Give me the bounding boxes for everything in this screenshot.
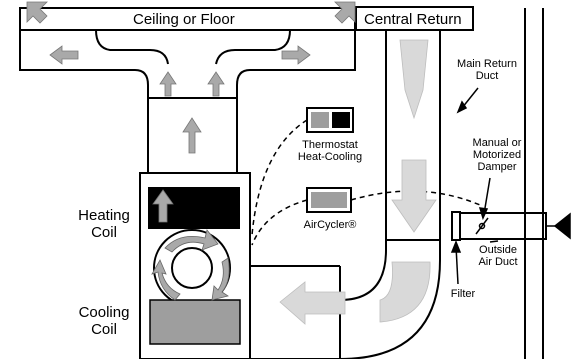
filter-label: Filter	[450, 288, 476, 300]
damper	[475, 217, 489, 235]
thermostat-wire	[251, 119, 308, 236]
swirl-arrow-1	[164, 229, 219, 253]
right-supply-duct-inner	[215, 29, 291, 65]
arrow-up-left-corner	[26, 1, 48, 24]
arrow-up-2	[207, 71, 225, 97]
outside-air-pointer	[489, 240, 499, 243]
arrow-up-3	[182, 117, 202, 154]
left-supply-duct	[19, 30, 149, 98]
right-supply-duct	[236, 30, 356, 98]
aircycler-device	[306, 187, 352, 213]
cooling-coil-block	[149, 299, 241, 345]
left-supply-duct-inner	[95, 29, 169, 65]
main-return-duct	[385, 30, 441, 241]
outside-air-duct	[451, 212, 547, 240]
return-arrow-down-1	[399, 39, 429, 120]
heating-coil-line-2: Coil	[91, 224, 117, 241]
damper-line-2: Motorized	[472, 149, 522, 161]
aircycler-wire	[251, 199, 308, 246]
return-arrow-down-2	[391, 159, 437, 233]
thermostat-line-1: Thermostat	[302, 139, 358, 151]
damper-label: Manual or Motorized Damper	[462, 137, 532, 173]
central-return-box	[355, 6, 474, 31]
cooling-coil-line-2: Coil	[91, 321, 117, 338]
outside-air-arrow-head	[553, 212, 571, 240]
return-arrow-left	[279, 281, 346, 325]
swirl-arrow-3	[151, 259, 181, 301]
return-arrow-elbow	[379, 261, 431, 323]
thermostat-device	[306, 107, 354, 133]
damper-line-3: Damper	[477, 161, 517, 173]
heating-coil-label: Heating Coil	[76, 207, 132, 241]
heating-coil-line-1: Heating	[78, 207, 130, 224]
outside-air-line-2: Air Duct	[478, 256, 518, 268]
return-elbow-outer	[339, 240, 441, 359]
cooling-coil-line-1: Cooling	[78, 304, 130, 321]
arrow-up-1	[159, 71, 177, 97]
arrow-up-right-corner	[334, 1, 356, 24]
outside-air-line-1: Outside	[479, 244, 517, 256]
arrow-left-1	[49, 45, 79, 65]
thermostat-label: Thermostat Heat-Cooling	[290, 139, 370, 163]
main-return-duct-line-1: Main Return	[457, 58, 517, 70]
arrow-right-1	[281, 45, 311, 65]
damper-line-1: Manual or	[472, 137, 522, 149]
aircycler-label: AirCycler®	[303, 219, 357, 231]
filter	[451, 211, 461, 241]
cooling-coil-label: Cooling Coil	[76, 304, 132, 338]
ceiling-or-floor-label: Ceiling or Floor	[133, 11, 235, 28]
swirl-arrow-2	[211, 257, 230, 301]
thermostat-line-2: Heat-Cooling	[297, 151, 363, 163]
return-elbow-inner	[339, 240, 387, 301]
central-return-label: Central Return	[364, 11, 462, 28]
main-return-duct-line-2: Duct	[475, 70, 499, 82]
blower-wheel	[171, 247, 213, 289]
arrow-up-heating	[152, 189, 174, 223]
outside-air-duct-label: Outside Air Duct	[470, 244, 526, 268]
main-return-duct-label: Main Return Duct	[452, 58, 522, 82]
